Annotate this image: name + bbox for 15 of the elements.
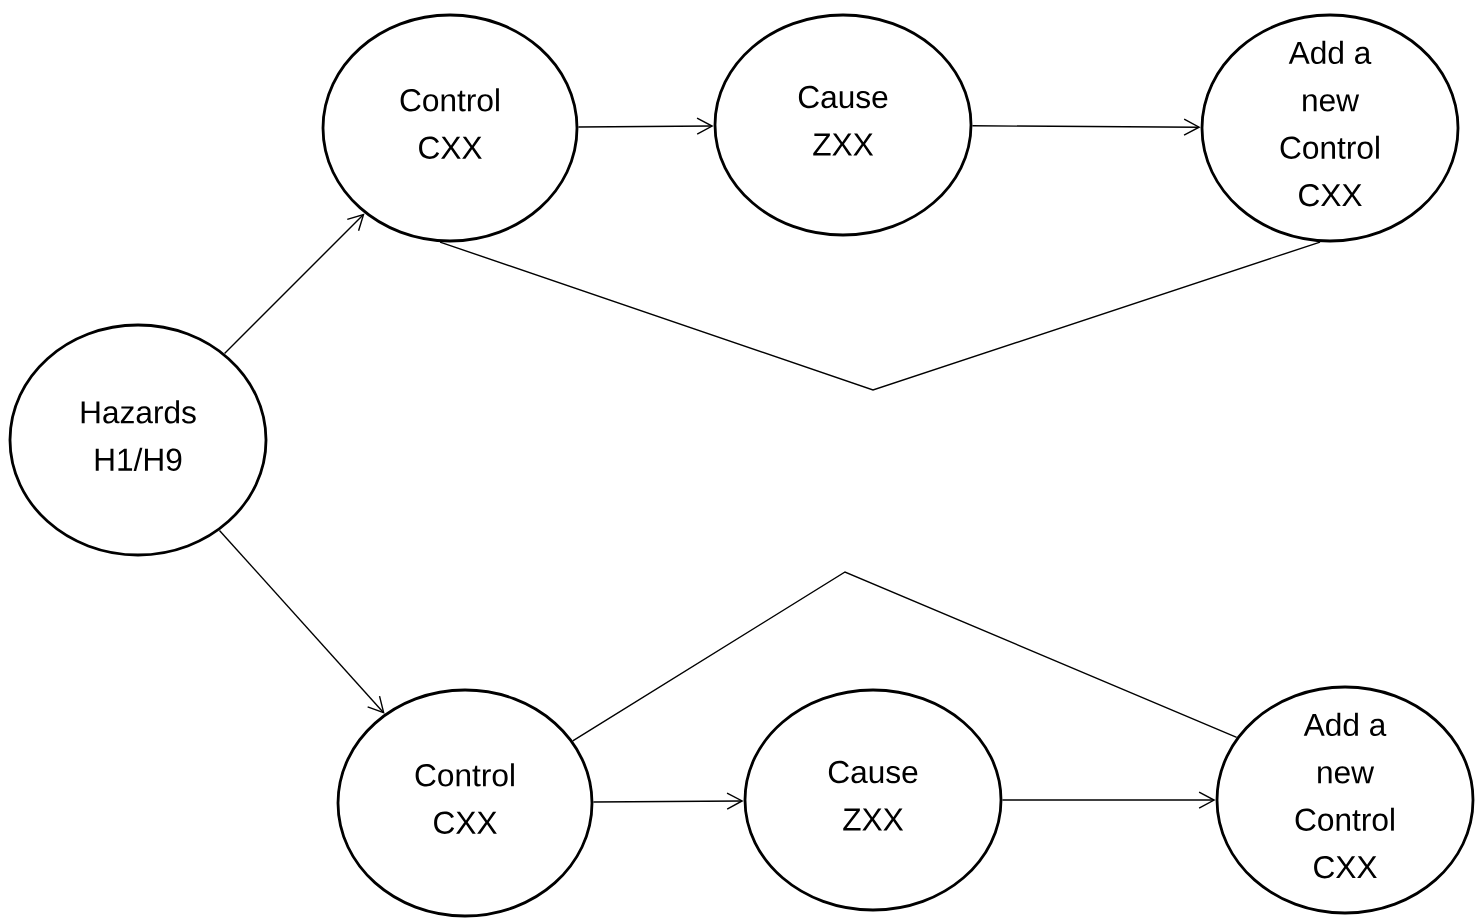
ellipse-node: Add a new Control CXX	[1215, 685, 1475, 915]
ellipse-node: Hazards H1/H9	[8, 323, 268, 557]
arrow	[218, 529, 385, 714]
arrow	[223, 213, 365, 355]
ellipse-node: Cause ZXX	[713, 13, 973, 237]
arrow	[971, 118, 1201, 136]
ellipse-node: Control CXX	[321, 13, 579, 243]
arrow	[592, 792, 744, 810]
arrow	[1001, 791, 1216, 809]
ellipse-node: Cause ZXX	[743, 688, 1003, 912]
connector-line	[572, 571, 1238, 742]
arrow	[577, 117, 714, 135]
ellipse-node: Add a new Control CXX	[1200, 13, 1460, 243]
ellipse-node: Control CXX	[336, 688, 594, 918]
connector-line	[439, 241, 1321, 391]
